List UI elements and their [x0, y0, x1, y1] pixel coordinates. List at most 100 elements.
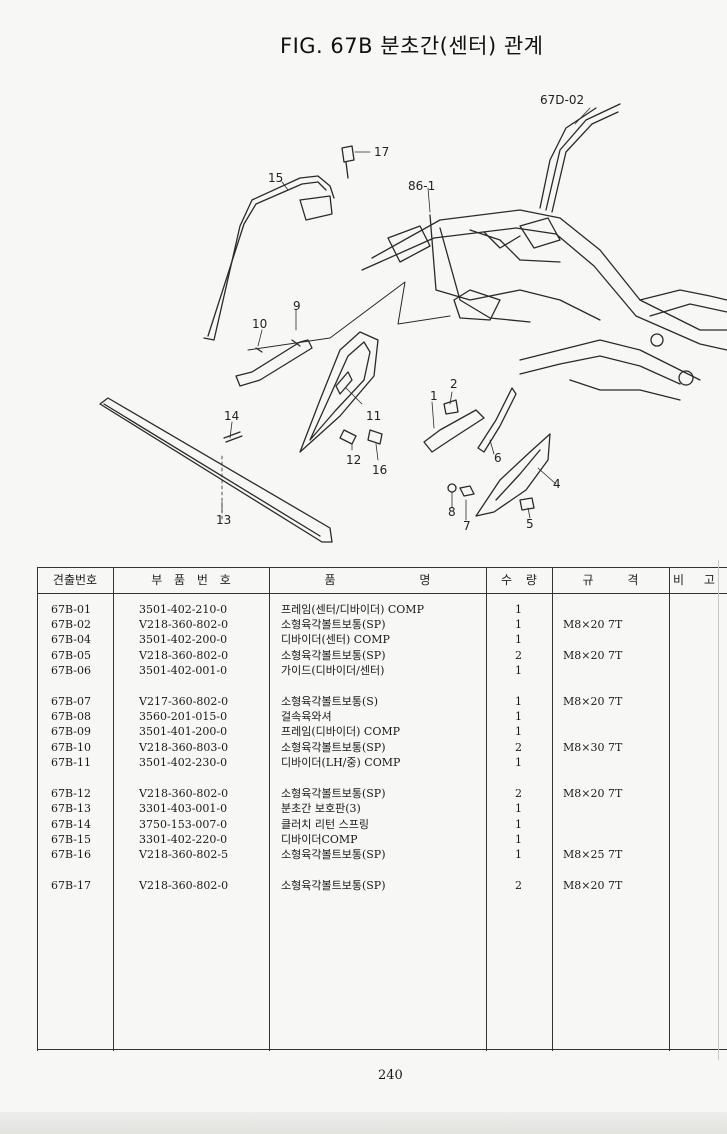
cell-part-no: 3501-402-200-0 — [139, 633, 228, 646]
header-spec: 규 격 — [582, 573, 639, 587]
cell-part-no: 3560-201-015-0 — [139, 710, 228, 723]
page-title: FIG. 67B 분초간(센터) 관계 — [280, 34, 544, 58]
table-row: 67B-10 V218-360-803-0 소형육각볼트보통(SP) 2 M8×30 7… — [37, 740, 727, 755]
scan-edge — [0, 1112, 727, 1134]
lever-rods — [545, 103, 621, 211]
cell-qty: 2 — [515, 741, 522, 754]
cell-part-no: 3301-402-220-0 — [139, 833, 228, 846]
cell-part-no: V218-360-803-0 — [139, 741, 229, 754]
table-row: 67B-17 V218-360-802-0 소형육각볼트보통(SP) 2 M8×20 7… — [37, 878, 727, 893]
cell-name: 디바이더COMP — [281, 833, 358, 846]
cell-ref: 67B-10 — [51, 741, 91, 754]
cell-spec: M8×20 7T — [563, 649, 623, 662]
cell-part-no: V218-360-802-0 — [139, 787, 229, 800]
callout-5: 5 — [526, 517, 534, 531]
cell-qty: 1 — [515, 664, 522, 677]
page-number: 240 — [378, 1068, 403, 1083]
cell-part-no: V218-360-802-0 — [139, 649, 229, 662]
cell-qty: 1 — [515, 848, 522, 861]
divider-11 — [299, 331, 379, 453]
cell-part-no: 3501-402-230-0 — [139, 756, 228, 769]
cell-qty: 1 — [515, 833, 522, 846]
cell-name: 소형육각볼트보통(SP) — [281, 787, 386, 800]
callout-6: 6 — [494, 451, 502, 465]
cell-spec: M8×20 7T — [563, 695, 623, 708]
header-quantity: 수 량 — [501, 573, 537, 587]
cell-spec: M8×20 7T — [563, 879, 623, 892]
cell-ref: 67B-01 — [51, 603, 91, 616]
cell-ref: 67B-05 — [51, 649, 91, 662]
table-row: 67B-15 3301-402-220-0 디바이더COMP 1 — [37, 832, 727, 847]
callout-8: 8 — [448, 505, 456, 519]
cell-name: 프레임(디바이더) COMP — [281, 725, 401, 738]
cell-name: 소형육각볼트보통(S) — [281, 695, 379, 708]
callout-67d-02: 67D-02 — [540, 93, 584, 107]
callout-14: 14 — [224, 409, 239, 423]
cell-name: 소형육각볼트보통(SP) — [281, 618, 386, 631]
cell-qty: 1 — [515, 802, 522, 815]
cell-part-no: V218-360-802-5 — [139, 848, 229, 861]
cell-ref: 67B-12 — [51, 787, 91, 800]
callout-17: 17 — [374, 145, 389, 159]
cell-qty: 1 — [515, 710, 522, 723]
parts-table: 견출번호 부 품 번 호 품 명 수 량 규 격 비 고 67B-01 3501-… — [37, 567, 727, 1051]
cell-ref: 67B-13 — [51, 802, 91, 815]
cell-part-no: 3501-402-210-0 — [139, 603, 228, 616]
cell-ref: 67B-15 — [51, 833, 91, 846]
callout-7: 7 — [463, 519, 471, 533]
cell-part-no: 3301-403-001-0 — [139, 802, 228, 815]
cell-name: 가이드(디바이더/센터) — [281, 664, 385, 677]
cell-qty: 1 — [515, 725, 522, 738]
cell-spec: M8×30 7T — [563, 741, 623, 754]
cell-ref: 67B-04 — [51, 633, 91, 646]
cell-part-no: V218-360-802-0 — [139, 879, 229, 892]
callout-4: 4 — [553, 477, 561, 491]
header-remark: 비 고 — [673, 573, 715, 587]
cell-part-no: 3750-153-007-0 — [139, 818, 228, 831]
header-part-no: 부 품 번 호 — [151, 573, 231, 587]
cell-ref: 67B-09 — [51, 725, 91, 738]
cell-ref: 67B-16 — [51, 848, 91, 861]
cell-qty: 1 — [515, 603, 522, 616]
cell-qty: 1 — [515, 618, 522, 631]
table-row: 67B-09 3501-401-200-0 프레임(디바이더) COMP 1 — [37, 724, 727, 739]
divider-4 — [475, 433, 551, 517]
cell-name: 걸속육와셔 — [281, 710, 332, 723]
callout-12: 12 — [346, 453, 361, 467]
cell-qty: 2 — [515, 787, 522, 800]
header-ref-no: 견출번호 — [52, 573, 98, 587]
table-row: 67B-12 V218-360-802-0 소형육각볼트보통(SP) 2 M8×20 7… — [37, 786, 727, 801]
cell-ref: 67B-02 — [51, 618, 91, 631]
guard-plate-13 — [99, 397, 333, 543]
callout-10: 10 — [252, 317, 267, 331]
rod-15 — [203, 175, 335, 341]
cell-spec: M8×20 7T — [563, 618, 623, 631]
callout-16: 16 — [372, 463, 387, 477]
cell-qty: 2 — [515, 649, 522, 662]
cell-name: 소형육각볼트보통(SP) — [281, 879, 386, 892]
header-part-name: 품 명 — [324, 573, 431, 587]
cell-ref: 67B-14 — [51, 818, 91, 831]
callout-2: 2 — [450, 377, 458, 391]
exploded-parts-diagram: 67D-02 86-1 17 15 9 10 11 14 12 16 13 1 … — [99, 93, 727, 543]
cell-name: 소형육각볼트보통(SP) — [281, 741, 386, 754]
cell-ref: 67B-07 — [51, 695, 91, 708]
cell-ref: 67B-17 — [51, 879, 91, 892]
main-frame — [371, 209, 727, 331]
callout-13: 13 — [216, 513, 231, 527]
cell-ref: 67B-11 — [51, 756, 91, 769]
cell-qty: 2 — [515, 879, 522, 892]
cell-part-no: V217-360-802-0 — [139, 695, 229, 708]
cell-qty: 1 — [515, 756, 522, 769]
cell-part-no: 3501-401-200-0 — [139, 725, 228, 738]
cell-ref: 67B-06 — [51, 664, 91, 677]
cell-name: 프레임(센터/디바이더) COMP — [281, 603, 424, 616]
cell-spec: M8×20 7T — [563, 787, 623, 800]
cell-qty: 1 — [515, 818, 522, 831]
